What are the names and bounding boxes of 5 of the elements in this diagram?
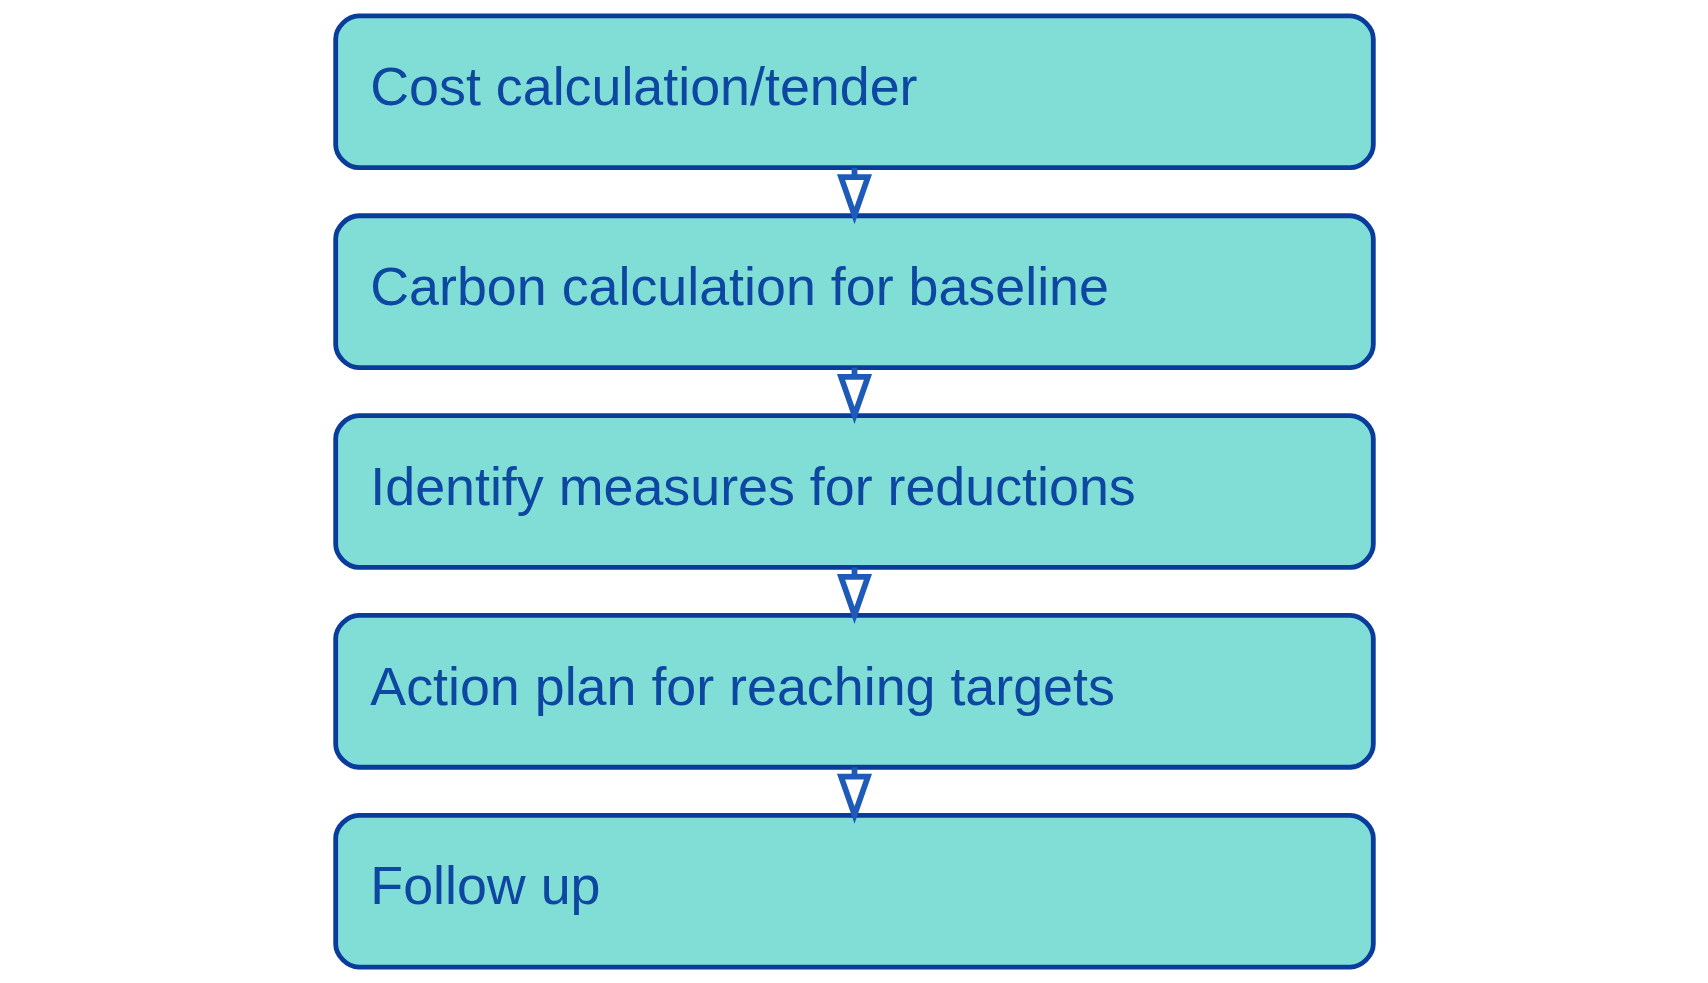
node-box: Identify measures for reductions <box>332 413 1376 570</box>
node-box: Action plan for reaching targets <box>332 613 1376 770</box>
node-box: Carbon calculation for baseline <box>332 213 1376 370</box>
node-box: Cost calculation/tender <box>332 13 1376 171</box>
node-box: Follow up <box>332 812 1376 970</box>
